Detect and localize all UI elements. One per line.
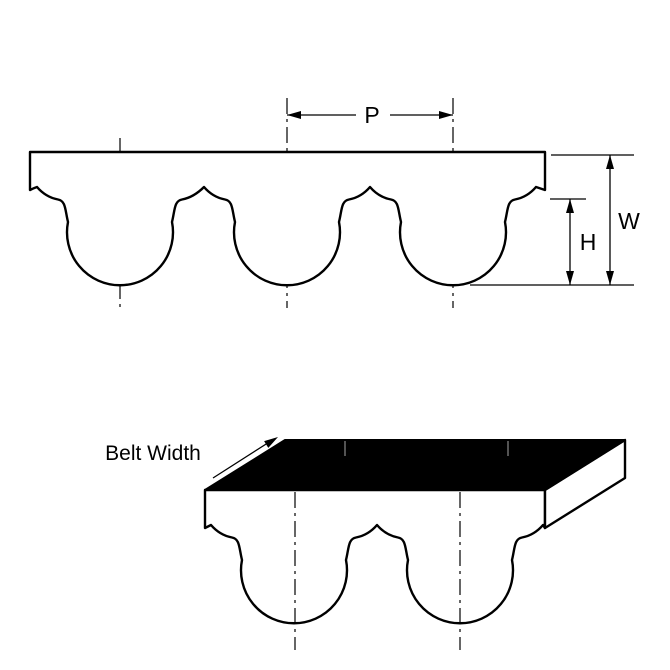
belt-width-callout: Belt Width: [105, 437, 278, 479]
belt-width-arrow-icon: [264, 437, 278, 448]
belt-profile-outline: [28, 150, 547, 287]
tooth-height-label: H: [580, 229, 597, 255]
dimension-pitch: P: [287, 102, 453, 128]
top-view-profile: P W H: [28, 98, 640, 308]
dimension-belt-thickness: W: [470, 154, 640, 286]
belt-width-arrow-line: [212, 438, 275, 479]
bottom-view-3d: Belt Width: [105, 437, 627, 650]
pitch-arrow-left-icon: [287, 111, 301, 119]
h-arrow-bottom-icon: [566, 271, 574, 285]
pitch-label: P: [364, 102, 379, 128]
belt-width-label: Belt Width: [105, 442, 201, 465]
pitch-arrow-right-icon: [439, 111, 453, 119]
w-arrow-bottom-icon: [606, 271, 614, 285]
h-arrow-top-icon: [566, 199, 574, 213]
belt-thickness-label: W: [618, 208, 640, 234]
belt-3d-front-face: [203, 488, 547, 625]
w-arrow-top-icon: [606, 155, 614, 169]
dimension-tooth-height: H: [550, 198, 597, 285]
belt-3d-top-face: [204, 439, 626, 491]
